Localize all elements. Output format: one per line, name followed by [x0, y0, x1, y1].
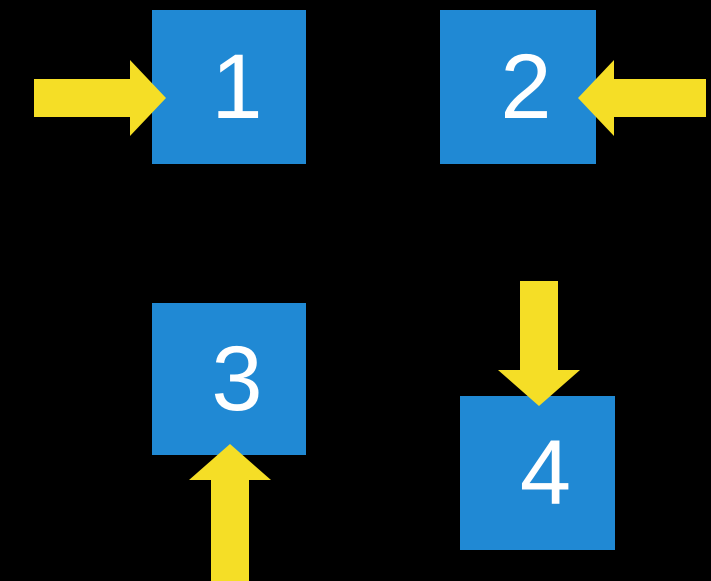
arrow-up-icon — [189, 444, 271, 581]
node-box-4[interactable]: 4 — [460, 396, 615, 550]
node-box-2[interactable]: 2 — [440, 10, 596, 164]
node-label-1: 1 — [211, 36, 263, 138]
arrow-left-into-node-2 — [578, 60, 706, 136]
arrow-right-icon — [34, 60, 166, 136]
arrow-left-icon — [578, 60, 706, 136]
arrow-right-into-node-1 — [34, 60, 166, 136]
arrow-up-into-node-3 — [189, 444, 271, 581]
node-label-3: 3 — [211, 328, 263, 430]
node-label-2: 2 — [500, 36, 552, 138]
arrow-down-into-node-4 — [498, 281, 580, 406]
node-label-4: 4 — [519, 422, 572, 524]
node-box-1[interactable]: 1 — [152, 10, 306, 164]
node-box-3[interactable]: 3 — [152, 303, 306, 455]
arrow-down-icon — [498, 281, 580, 406]
